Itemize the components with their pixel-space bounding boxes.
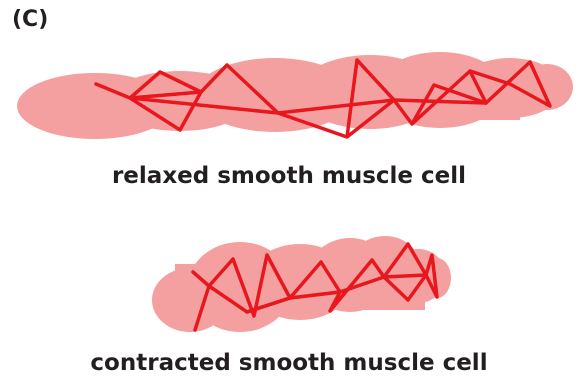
contracted-cell <box>152 236 451 332</box>
relaxed-cell <box>17 52 573 139</box>
relaxed-cell-body <box>17 52 573 139</box>
relaxed-cell-caption: relaxed smooth muscle cell <box>0 163 578 189</box>
contracted-cell-caption: contracted smooth muscle cell <box>0 350 578 376</box>
